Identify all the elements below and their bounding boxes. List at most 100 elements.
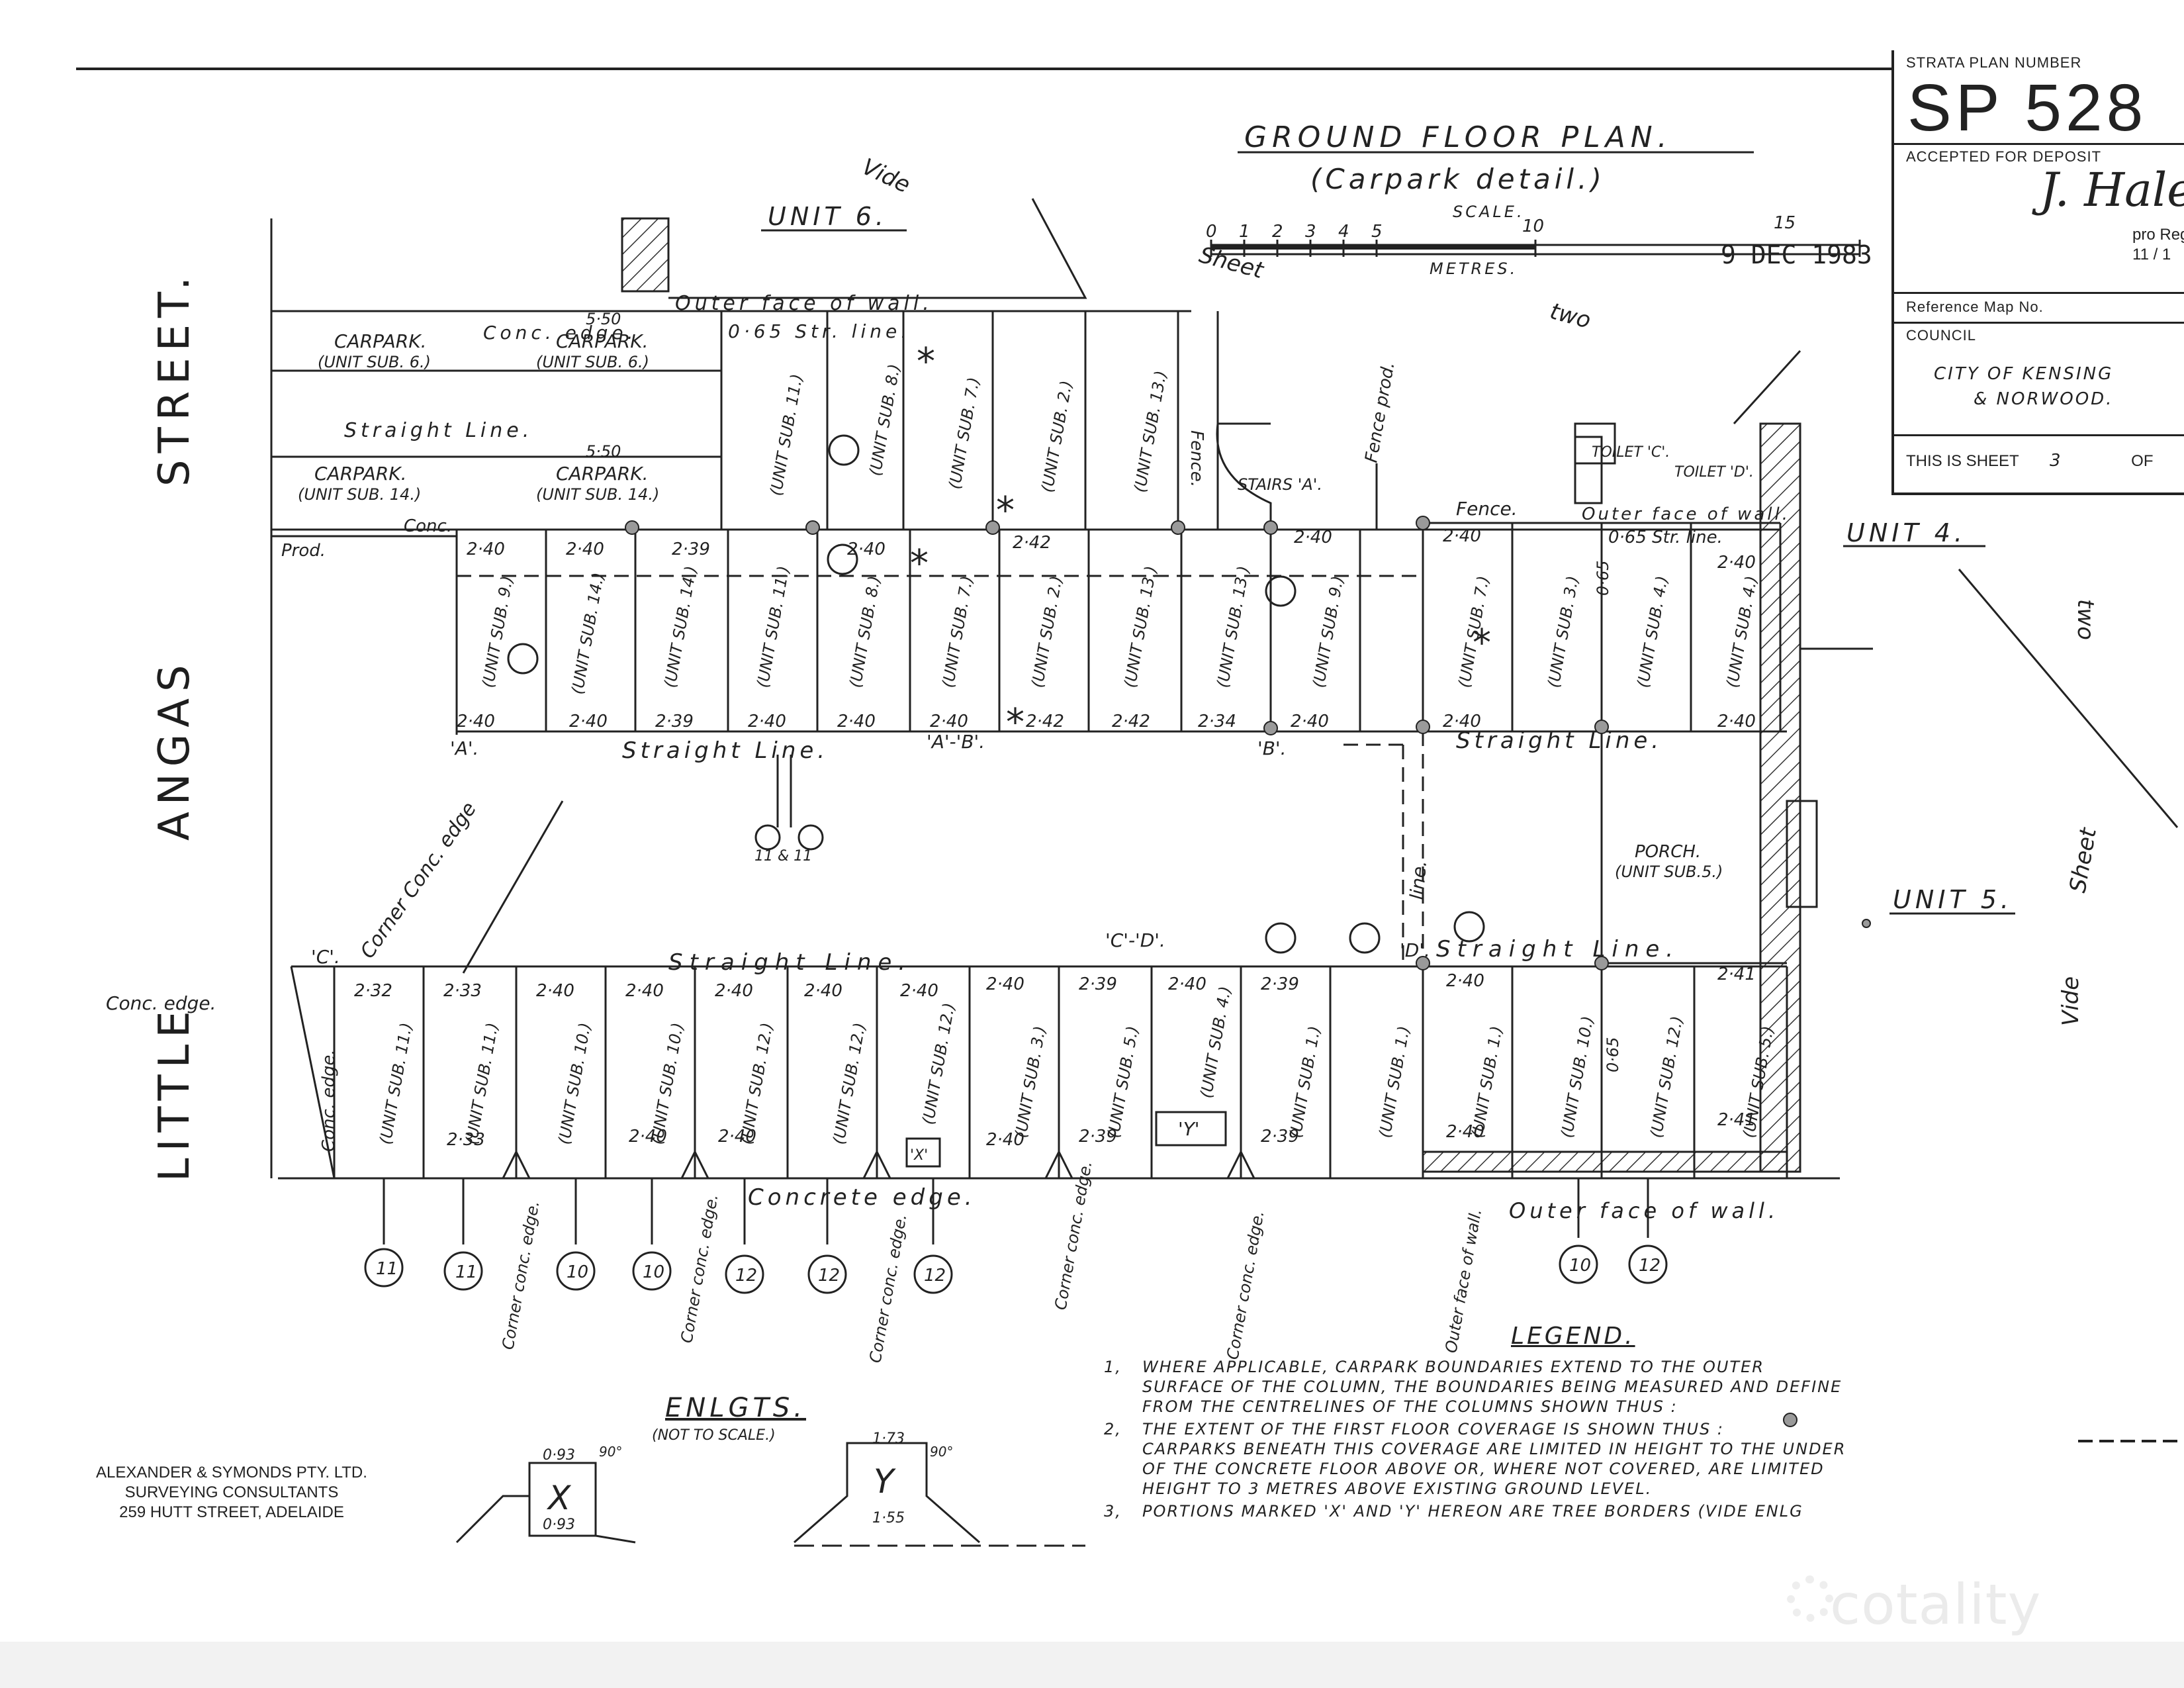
str-line-top: 0·65 Str. line.	[728, 320, 911, 342]
legend-line: THE EXTENT OF THE FIRST FLOOR COVERAGE I…	[1142, 1420, 1724, 1438]
legend-note-number: 2,	[1104, 1420, 1122, 1438]
carpark-unit: (UNIT SUB. 1.)	[1286, 1025, 1324, 1139]
carpark-unit: (UNIT SUB. 9.)	[1309, 575, 1347, 689]
edge-note: Corner conc. edge.	[677, 1193, 721, 1344]
scale-tick-3: 3	[1305, 222, 1316, 242]
circle-ref: 11	[376, 1259, 398, 1279]
arrows-note: 11 & 11	[754, 848, 812, 865]
dim-top: 2·40	[1294, 528, 1332, 547]
porch-label: PORCH.	[1635, 842, 1701, 862]
straight-line-upper: Straight Line.	[344, 419, 533, 442]
carpark-name: CARPARK.	[334, 330, 427, 352]
enlargement-y-top: 1·73	[872, 1430, 905, 1447]
dim-top: 2·40	[467, 539, 505, 559]
legend-note-number: 3,	[1104, 1502, 1122, 1521]
firm-address: 259 HUTT STREET, ADELAIDE	[119, 1503, 344, 1521]
outer-face-wall-top: Outer face of wall.	[675, 292, 933, 315]
dim-top: 2·40	[986, 974, 1024, 994]
legend-line: CARPARKS BENEATH THIS COVERAGE ARE LIMIT…	[1142, 1440, 1846, 1458]
carpark-unit: (UNIT SUB. 4.)	[1723, 575, 1760, 689]
carpark-unit: (UNIT SUB. 10.)	[1557, 1015, 1597, 1139]
bottom-circled-refs	[364, 1178, 1668, 1294]
middle-row-carparks: (UNIT SUB. 9.) 2·40 2·40 (UNIT SUB. 14.)…	[457, 526, 1761, 731]
carpark-unit: (UNIT SUB. 11.)	[376, 1021, 416, 1146]
dim-top: 2·40	[536, 981, 574, 1001]
legend-note-3: 3, PORTIONS MARKED 'X' AND 'Y' HEREON AR…	[1104, 1501, 2176, 1521]
unit-4-label: UNIT 4.	[1846, 518, 1966, 547]
sheet-label: THIS IS SHEET	[1906, 452, 2019, 470]
dim-top: 2·40	[1443, 526, 1481, 546]
legend-note-2: 2, THE EXTENT OF THE FIRST FLOOR COVERAG…	[1104, 1419, 2176, 1499]
unit-6-label: UNIT 6.	[768, 202, 887, 231]
dim-bottom: 2·40	[748, 712, 786, 731]
carpark-unit: (UNIT SUB. 6.)	[318, 353, 431, 371]
toilet-d-label: TOILET 'D'.	[1674, 464, 1754, 481]
firm-role: SURVEYING CONSULTANTS	[124, 1483, 339, 1501]
dim-bottom: 2·33	[447, 1130, 485, 1150]
dim-bottom: 2·40	[457, 712, 495, 731]
outer-face-wall-right: Outer face of wall.	[1582, 504, 1790, 524]
dim-top: 2·39	[672, 539, 710, 559]
point-d: 'D'.	[1400, 939, 1430, 961]
carpark-unit: (UNIT SUB. 5.)	[1104, 1025, 1142, 1139]
toilet-c-label: TOILET 'C'.	[1592, 444, 1670, 461]
dim-top: 2·32	[354, 981, 392, 1001]
conc-edge-top: Conc. edge.	[483, 322, 637, 344]
sheet-number: 3	[2049, 451, 2061, 471]
accepted-for-deposit-label: ACCEPTED FOR DEPOSIT	[1906, 148, 2102, 165]
stairs-label: STAIRS 'A'.	[1238, 475, 1322, 494]
dim-top: 2·40	[625, 981, 664, 1001]
council-label: COUNCIL	[1906, 327, 1977, 344]
bottom-row-carparks: (UNIT SUB. 11.) 2·32 (UNIT SUB. 11.) 2·3…	[354, 964, 1778, 1150]
legend-title: LEGEND.	[1511, 1323, 1635, 1350]
circle-ref: 10	[643, 1262, 664, 1282]
dim-bottom: 2·39	[655, 712, 694, 731]
star-mark: *	[1473, 622, 1491, 665]
dim-bottom: 2·40	[1446, 1122, 1484, 1142]
legend: LEGEND. 1, WHERE APPLICABLE, CARPARK BOU…	[1104, 1325, 2176, 1524]
straight-line-lower: Straight Line.	[668, 949, 912, 976]
sheet-of-label: OF	[2131, 452, 2154, 470]
star-mark: *	[1006, 701, 1024, 744]
carpark-unit: (UNIT SUB. 11.)	[766, 373, 806, 497]
enlargements-title: ENLGTS.	[665, 1393, 806, 1423]
carpark-unit: (UNIT SUB. 4.)	[1197, 985, 1234, 1100]
carpark-unit: (UNIT SUB. 14.)	[568, 571, 608, 696]
carpark-unit: (UNIT SUB. 11.)	[462, 1021, 502, 1146]
council-name-line2: & NORWOOD.	[1974, 389, 2114, 409]
scale-tick-15: 15	[1774, 213, 1796, 233]
enlargement-y-label: Y	[874, 1462, 896, 1501]
star-mark: *	[917, 340, 935, 383]
plan-subtitle: (Carpark detail.)	[1310, 163, 1606, 195]
enlargement-x-top: 0·93	[543, 1447, 575, 1464]
carpark-unit: (UNIT SUB. 7.)	[945, 376, 983, 491]
dim-top: 2·40	[847, 539, 886, 559]
surveyor-firm: ALEXANDER & SYMONDS PTY. LTD. SURVEYING …	[79, 1463, 384, 1523]
dim-bottom: 2·41	[1717, 1110, 1756, 1130]
enlargement-x-label: X	[546, 1479, 572, 1517]
edge-note: Corner conc. edge.	[1051, 1160, 1095, 1311]
circle-ref: 12	[818, 1266, 840, 1286]
conc-label: Conc.	[404, 516, 452, 536]
wall-hatch-right	[1759, 422, 1801, 1173]
point-ab: 'A'-'B'.	[927, 731, 985, 753]
scale-bar	[1210, 240, 1861, 257]
council-name-line1: CITY OF KENSING	[1934, 364, 2114, 384]
legend-note-number: 1,	[1104, 1358, 1122, 1376]
strata-plan-number-label: STRATA PLAN NUMBER	[1906, 54, 2082, 71]
dim-bottom: 2·39	[1261, 1127, 1299, 1147]
carpark-unit: (UNIT SUB. 12.)	[1647, 1015, 1686, 1139]
carpark-unit: (UNIT SUB. 7.)	[938, 575, 976, 689]
legend-line: WHERE APPLICABLE, CARPARK BOUNDARIES EXT…	[1142, 1358, 1764, 1376]
carpark-name: CARPARK.	[556, 330, 649, 352]
firm-name: ALEXANDER & SYMONDS PTY. LTD.	[96, 1464, 367, 1481]
dim-bottom: 2·40	[569, 712, 608, 731]
carpark-unit: (UNIT SUB. 8.)	[846, 575, 884, 689]
circle-ref: 12	[1639, 1256, 1661, 1276]
dim-top: 2·41	[1717, 964, 1756, 984]
scale-tick-5: 5	[1371, 222, 1383, 242]
strata-plan-number: SP 528	[1907, 71, 2148, 145]
scale-tick-1: 1	[1239, 222, 1250, 242]
